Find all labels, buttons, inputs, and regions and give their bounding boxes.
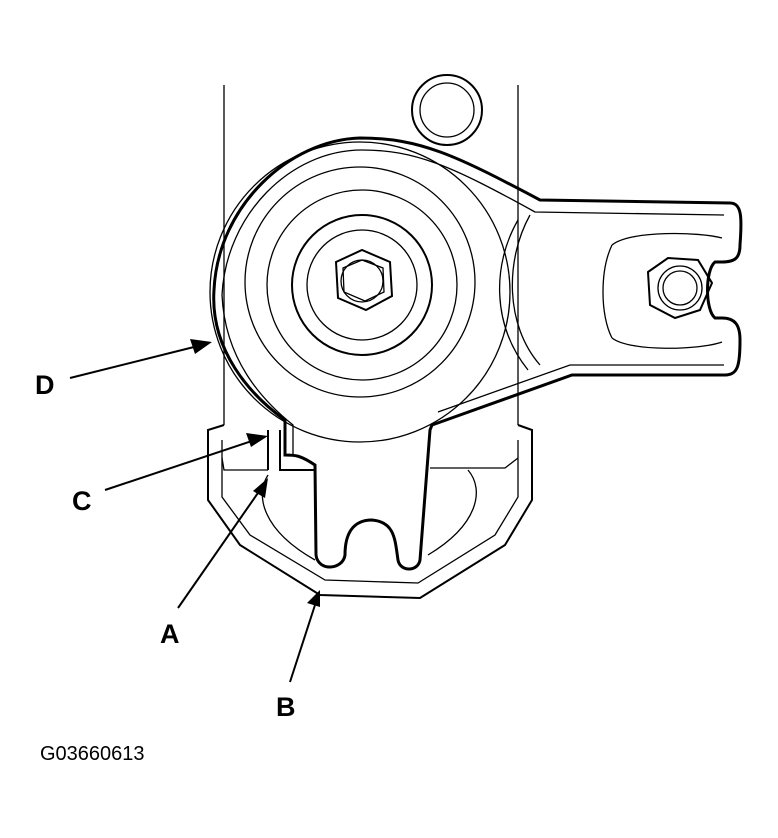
callout-a: A bbox=[160, 619, 180, 649]
callout-b: B bbox=[276, 692, 296, 722]
background-plate bbox=[223, 85, 519, 425]
figure-code: G03660613 bbox=[40, 743, 145, 765]
lever-arm bbox=[212, 136, 743, 571]
lower-bracket bbox=[207, 424, 533, 600]
callout-c: C bbox=[72, 486, 92, 516]
callout-d: D bbox=[35, 370, 55, 400]
pivot-hub bbox=[209, 141, 541, 443]
lever-end-nut bbox=[602, 232, 723, 349]
leader-arrows bbox=[69, 339, 320, 683]
upper-boss bbox=[411, 74, 483, 146]
slot-tab bbox=[267, 430, 315, 471]
